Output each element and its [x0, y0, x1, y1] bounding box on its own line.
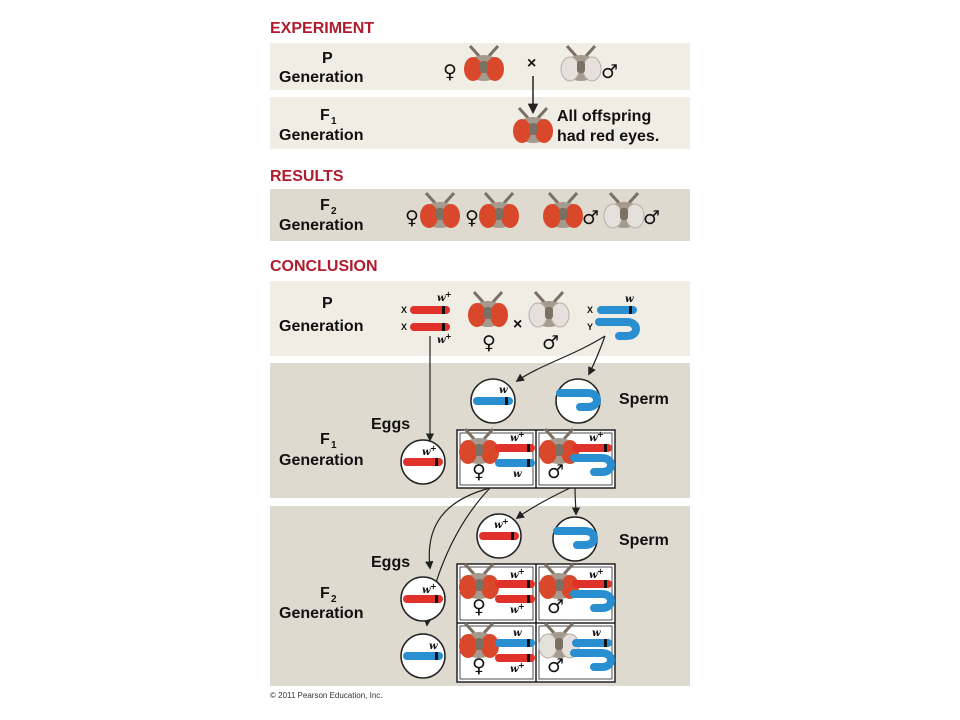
allele-w-label: w — [499, 385, 508, 396]
x-chromosome-red — [403, 458, 443, 466]
copyright-notice: © 2011 Pearson Education, Inc. — [270, 691, 382, 700]
x-chromosome-red — [572, 580, 612, 588]
allele-w-label: w — [422, 447, 431, 458]
arrow-f1-sperm-1 — [515, 487, 571, 519]
allele-plus-label: + — [518, 601, 525, 611]
allele-w-label: w — [592, 628, 601, 639]
female-symbol: ♀ — [443, 61, 457, 83]
x-chromosome-red — [410, 323, 450, 331]
x-chromosome-red — [495, 654, 535, 662]
allele-plus-label: + — [430, 581, 437, 591]
label-f: F — [320, 107, 330, 124]
allele-plus-label: + — [518, 660, 525, 670]
allele-w-label: w — [429, 641, 438, 652]
male-symbol: ♂ — [601, 61, 618, 83]
label-generation: Generation — [279, 217, 363, 234]
x-chromosome-red — [403, 595, 443, 603]
allele-w-label: w — [589, 433, 598, 444]
allele-w-label: w — [494, 520, 503, 531]
label-sub-2: 2 — [331, 594, 337, 605]
x-chromosome-red — [479, 532, 519, 540]
x-chromosome-blue — [403, 652, 443, 660]
male-symbol: ♂ — [643, 207, 660, 229]
x-chromosome-red — [495, 444, 535, 452]
male-symbol: ♂ — [547, 655, 564, 677]
label-generation: Generation — [279, 605, 363, 622]
female-symbol: ♀ — [472, 655, 486, 677]
allele-w-label: w — [437, 293, 446, 304]
female-symbol: ♀ — [482, 332, 496, 354]
male-symbol: ♂ — [547, 461, 564, 483]
male-symbol: ♂ — [547, 596, 564, 618]
label-generation: Generation — [279, 452, 363, 469]
female-symbol: ♀ — [472, 596, 486, 618]
label-generation: Generation — [279, 318, 363, 335]
allele-plus-label: + — [502, 516, 509, 526]
label-sperm: Sperm — [619, 391, 669, 408]
label-eggs: Eggs — [371, 416, 410, 433]
label-generation: Generation — [279, 127, 363, 144]
allele-w-label: w — [510, 605, 519, 616]
heading-conclusion: CONCLUSION — [270, 258, 378, 275]
allele-plus-label: + — [445, 289, 452, 299]
cross-symbol: × — [513, 316, 522, 333]
label-f: F — [320, 197, 330, 214]
label-eggs: Eggs — [371, 554, 410, 571]
allele-w-label: w — [422, 585, 431, 596]
label-x: X — [401, 322, 407, 332]
allele-w-label: w — [625, 294, 634, 305]
x-chromosome-blue — [495, 459, 535, 467]
x-chromosome-red — [572, 444, 612, 452]
allele-w-label: w — [510, 664, 519, 675]
label-x: X — [401, 305, 407, 315]
allele-plus-label: + — [518, 566, 525, 576]
label-sperm: Sperm — [619, 532, 669, 549]
allele-plus-label: + — [518, 429, 525, 439]
female-symbol: ♀ — [472, 461, 486, 483]
allele-w-label: w — [437, 335, 446, 346]
allele-w-label: w — [513, 628, 522, 639]
label-f: F — [320, 585, 330, 602]
male-symbol: ♂ — [582, 207, 599, 229]
arrow-f1-egg-1 — [425, 487, 491, 570]
x-chromosome-blue — [473, 397, 513, 405]
heading-results: RESULTS — [270, 168, 344, 185]
offspring-note-line2: had red eyes. — [557, 128, 659, 145]
x-chromosome-blue — [597, 306, 637, 314]
x-chromosome-red — [410, 306, 450, 314]
offspring-note-line1: All offspring — [557, 108, 651, 125]
female-symbol: ♀ — [465, 207, 479, 229]
label-p: P — [322, 50, 333, 67]
label-y: Y — [587, 322, 593, 332]
allele-w-label: w — [513, 469, 522, 480]
label-generation: Generation — [279, 69, 363, 86]
allele-plus-label: + — [430, 443, 437, 453]
allele-plus-label: + — [445, 331, 452, 341]
x-chromosome-red — [495, 580, 535, 588]
x-chromosome-blue — [572, 639, 612, 647]
male-symbol: ♂ — [542, 332, 559, 354]
label-f: F — [320, 431, 330, 448]
label-x: X — [587, 305, 593, 315]
label-sub-1: 1 — [331, 440, 337, 451]
arrow-sperm-x-f1 — [515, 335, 606, 382]
arrow-sperm-y-f1 — [588, 335, 606, 376]
arrow-f1-sperm-2 — [571, 487, 581, 516]
heading-experiment: EXPERIMENT — [270, 20, 374, 37]
allele-w-label: w — [589, 570, 598, 581]
x-chromosome-red — [495, 595, 535, 603]
allele-plus-label: + — [597, 566, 604, 576]
allele-w-label: w — [510, 570, 519, 581]
female-symbol: ♀ — [405, 207, 419, 229]
cross-symbol: × — [527, 55, 536, 72]
label-sub-1: 1 — [331, 116, 337, 127]
allele-w-label: w — [510, 433, 519, 444]
x-chromosome-blue — [495, 639, 535, 647]
panel-experiment-f1 — [270, 97, 690, 149]
allele-plus-label: + — [597, 429, 604, 439]
label-sub-2: 2 — [331, 206, 337, 217]
label-p: P — [322, 295, 333, 312]
